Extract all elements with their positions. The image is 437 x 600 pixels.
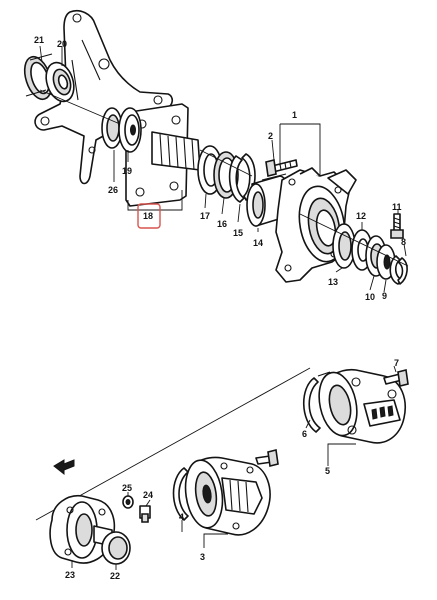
callout-7: 7	[394, 358, 399, 368]
callout-19: 19	[122, 166, 132, 176]
part-24-bolt	[139, 505, 151, 523]
callout-labels: 21 20 1 26 19 2 17 16 15 14 11 12 8 13 1…	[34, 35, 406, 581]
part-6-snap-ring	[303, 371, 331, 433]
callout-21: 21	[34, 35, 44, 45]
front-arrow-icon	[53, 459, 75, 476]
callout-16: 16	[217, 219, 227, 229]
callout-12: 12	[356, 211, 366, 221]
part-8-snap-ring	[389, 255, 408, 285]
part-2-wheel-stud	[265, 159, 298, 177]
callout-1: 1	[292, 110, 297, 120]
callout-20: 20	[57, 39, 67, 49]
steering-knuckle	[34, 9, 174, 185]
part-5-freewheel-hub	[318, 368, 406, 444]
part-13-seal	[332, 223, 356, 269]
callout-4: 4	[179, 512, 184, 522]
part-4-snap-ring	[172, 467, 189, 521]
callout-13: 13	[328, 277, 338, 287]
callout-14: 14	[253, 238, 263, 248]
callout-18-selected[interactable]: 18	[137, 203, 161, 229]
part-11-bolt	[390, 213, 404, 239]
callout-8: 8	[401, 237, 406, 247]
callout-2: 2	[268, 131, 273, 141]
callout-5: 5	[325, 466, 330, 476]
selection-highlight-box	[137, 203, 161, 229]
callout-10: 10	[365, 292, 375, 302]
callout-24: 24	[143, 490, 153, 500]
part-1-wheel-hub	[275, 167, 357, 283]
callout-22: 22	[110, 571, 120, 581]
part-3-hub-body	[184, 456, 271, 536]
callout-9: 9	[382, 291, 387, 301]
part-20-bearing	[45, 61, 75, 103]
part-25-washer	[122, 495, 134, 509]
callout-18: 18	[143, 211, 153, 221]
callout-11: 11	[392, 202, 402, 212]
callout-17: 17	[200, 211, 210, 221]
callout-15: 15	[233, 228, 243, 238]
connecting-line	[35, 367, 311, 521]
callout-23: 23	[65, 570, 75, 580]
part-23-drive-flange	[49, 495, 116, 564]
leader-lines	[39, 45, 407, 570]
part-22-cap	[101, 531, 131, 565]
callout-3: 3	[200, 552, 205, 562]
part-7-lower-bolt	[255, 449, 279, 467]
callout-26: 26	[108, 185, 118, 195]
part-7-bolt	[383, 369, 409, 387]
part-19-bearing	[118, 107, 142, 153]
callout-6: 6	[302, 429, 307, 439]
callout-25: 25	[122, 483, 132, 493]
assembly-axis-upper	[39, 89, 409, 267]
